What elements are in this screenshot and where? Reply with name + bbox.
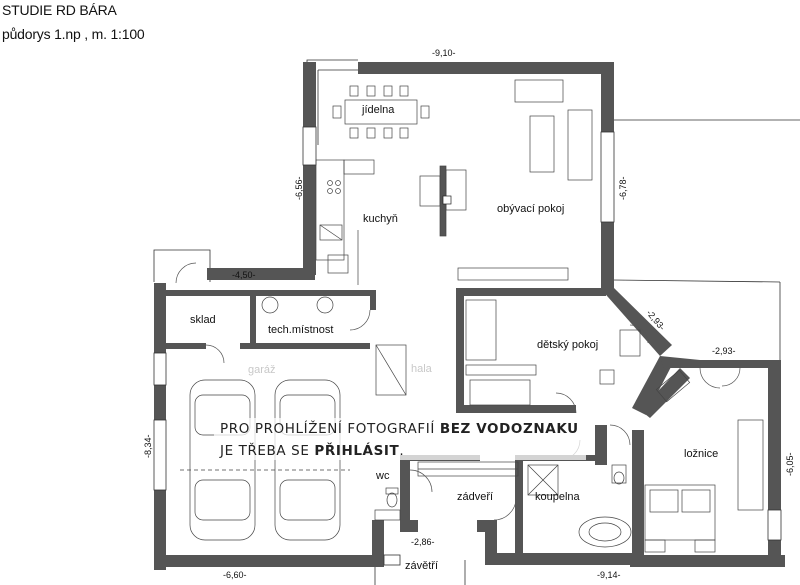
room-label-loznice: ložnice: [684, 448, 718, 460]
plan-title: STUDIE RD BÁRA: [2, 2, 117, 18]
room-label-kuchyn: kuchyň: [363, 213, 398, 225]
dim-left-mid: -4,50-: [232, 270, 256, 280]
room-label-jidelna: jídelna: [361, 104, 395, 116]
room-label-hala: hala: [411, 363, 433, 375]
furniture: [180, 79, 764, 553]
dim-right-lower: -6,05-: [785, 452, 795, 476]
room-label-wc: wc: [375, 470, 390, 482]
room-label-garaz: garáž: [248, 364, 276, 376]
dim-right-upper: -6,78-: [618, 176, 628, 200]
room-label-sklad: sklad: [190, 314, 216, 326]
windows: [153, 126, 782, 566]
room-label-obyvaci-pokoj: obývací pokoj: [497, 203, 564, 215]
dim-top-width: -9,10-: [432, 48, 456, 58]
watermark-line-1: PRO PROHLÍŽENÍ FOTOGRAFIÍ BEZ VODOZNAKU: [220, 419, 579, 437]
dim-left-lower: -8,34-: [143, 434, 153, 458]
watermark: PRO PROHLÍŽENÍ FOTOGRAFIÍ BEZ VODOZNAKU …: [214, 418, 586, 460]
room-label-detsky-pokoj: dětský pokoj: [537, 339, 598, 351]
dim-bedroom-top: -2,93-: [712, 346, 736, 356]
dim-bottom-right: -9,14-: [597, 570, 621, 580]
room-label-zavetri: závětří: [405, 560, 438, 572]
walls: [154, 62, 785, 570]
dim-entrance: -2,86-: [411, 537, 435, 547]
room-label-koupelna: koupelna: [535, 491, 581, 503]
plan-subtitle: půdorys 1.np , m. 1:100: [2, 26, 145, 42]
room-label-tech-mistnost: tech.místnost: [268, 324, 333, 336]
dim-bottom-left: -6,60-: [223, 570, 247, 580]
dim-left-upper: -6,56-: [294, 176, 304, 200]
watermark-line-2: JE TŘEBA SE PŘIHLÁSIT.: [219, 442, 404, 459]
room-label-zadveri: zádveří: [457, 491, 493, 503]
